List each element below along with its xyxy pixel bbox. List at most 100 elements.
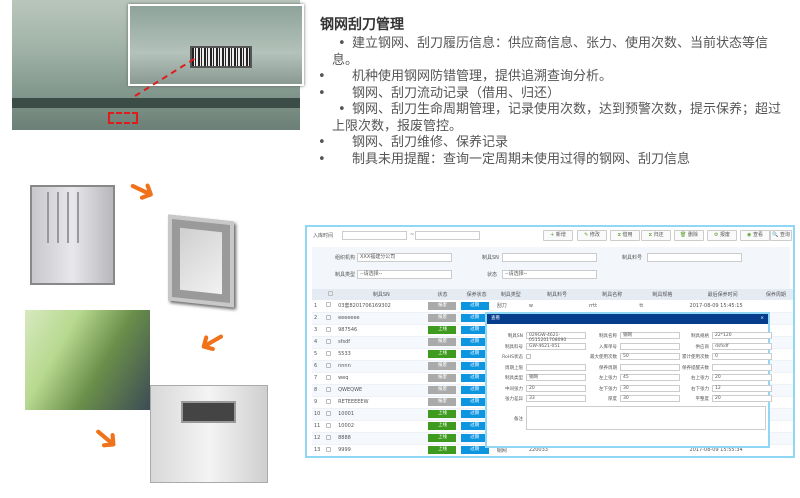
field-input[interactable]: 45: [620, 374, 680, 381]
field-input[interactable]: 33: [526, 395, 586, 402]
新增-button[interactable]: + 新增: [543, 230, 573, 241]
field-input[interactable]: dsfsdf: [712, 342, 772, 350]
修改-button[interactable]: ✎ 修改: [577, 230, 607, 241]
remark-textarea[interactable]: [526, 406, 766, 430]
date-separator: ~: [410, 232, 415, 238]
cell-checkbox: [324, 420, 337, 433]
pn-input[interactable]: [647, 253, 742, 262]
field-input[interactable]: GW-4621-051: [526, 342, 586, 350]
归还-button[interactable]: ⧖ 归还: [641, 230, 671, 241]
status-badge: 上线: [428, 434, 457, 442]
column-header: 制具料号: [526, 289, 588, 300]
cell-n: 5: [312, 348, 325, 361]
close-icon[interactable]: ×: [760, 316, 764, 321]
查看-button[interactable]: ◉ 查看: [740, 230, 770, 241]
column-header: [312, 289, 325, 300]
cell-status: 上线: [426, 432, 459, 445]
cell-checkbox: [324, 360, 337, 373]
row-checkbox[interactable]: [326, 314, 332, 320]
field-input[interactable]: [526, 363, 586, 371]
button-label: 查看: [752, 232, 763, 238]
field-input[interactable]: [620, 363, 680, 371]
删除-button[interactable]: 🗑 删除: [674, 230, 704, 241]
报废-button[interactable]: ⚙ 报废: [707, 230, 737, 241]
cell-n: 9: [312, 396, 325, 409]
cell-status: 报废: [426, 384, 459, 397]
cell-sn: weq: [336, 372, 427, 385]
row-checkbox[interactable]: [326, 434, 332, 440]
field-label: 制具SN: [507, 334, 523, 339]
date-to-input[interactable]: [415, 231, 480, 240]
maintenance-badge: 过期: [460, 374, 489, 382]
row-checkbox[interactable]: [326, 350, 332, 356]
row-checkbox[interactable]: [326, 398, 332, 404]
button-icon: ⧖: [617, 232, 621, 238]
field-input[interactable]: 20: [712, 395, 772, 402]
field-label: 右上张力: [691, 376, 709, 381]
button-label: 归还: [653, 232, 664, 238]
cell-status: 报废: [426, 360, 459, 373]
查询-button[interactable]: 🔍 查询: [770, 230, 792, 241]
field-label: 制具料号: [505, 344, 523, 350]
rohs-checkbox[interactable]: [526, 354, 531, 359]
column-header: 保养周期: [757, 289, 793, 300]
field-input[interactable]: 50: [620, 353, 680, 360]
button-icon: ⧖: [648, 232, 652, 238]
row-checkbox[interactable]: [326, 302, 332, 308]
row-checkbox[interactable]: [326, 362, 332, 368]
cell-sn: 987546: [336, 324, 427, 337]
row-checkbox[interactable]: [326, 446, 332, 452]
type-select[interactable]: --请选择--: [357, 270, 452, 279]
cell-n: 6: [312, 360, 325, 373]
field-input[interactable]: 12: [712, 384, 772, 392]
bullet-icon: •: [318, 69, 326, 84]
field-input[interactable]: 0: [712, 353, 772, 360]
field-input[interactable]: 30: [620, 384, 680, 392]
row-checkbox[interactable]: [326, 410, 332, 416]
row-checkbox[interactable]: [326, 386, 332, 392]
field-label: RoHS状态: [502, 355, 523, 360]
column-header: 最后保养时间: [687, 289, 758, 300]
date-from-input[interactable]: [342, 231, 407, 240]
cell-n: 7: [312, 372, 325, 385]
field-label: 入库单号: [599, 344, 617, 350]
field-input[interactable]: 20: [712, 374, 772, 381]
field-input[interactable]: 30: [620, 395, 680, 402]
sn-label: 制具SN: [482, 255, 499, 261]
flow-arrow-icon: ➜: [120, 165, 164, 215]
button-icon: ✎: [584, 232, 589, 238]
field-input[interactable]: 029GW-4621-0515201708090: [526, 332, 586, 343]
row-checkbox[interactable]: [326, 326, 332, 332]
select-all-checkbox[interactable]: [327, 291, 333, 296]
status-select[interactable]: --请选择--: [502, 270, 597, 279]
field-input[interactable]: [620, 342, 680, 350]
cell-pn: w: [526, 300, 588, 313]
date-label: 入库时间: [313, 233, 334, 239]
cell-time: 2017-08-09 15:45:15: [687, 300, 758, 313]
借用-button[interactable]: ⧖ 借用: [610, 230, 640, 241]
row-checkbox[interactable]: [326, 374, 332, 380]
field-input[interactable]: [712, 363, 772, 371]
org-select[interactable]: XXX福建分公司: [357, 253, 452, 262]
row-checkbox[interactable]: [326, 422, 332, 428]
field-input[interactable]: 钢网: [620, 332, 680, 339]
field-label: 制具名称: [599, 334, 617, 339]
field-input[interactable]: 22*120: [712, 332, 772, 339]
maintenance-badge: 过期: [460, 338, 489, 346]
maintenance-badge: 过期: [460, 410, 489, 418]
cell-sn: 10001: [336, 408, 427, 421]
sn-input[interactable]: [502, 253, 597, 262]
field-input[interactable]: 20: [526, 384, 586, 392]
cell-checkbox: [324, 312, 337, 325]
cell-n: 3: [312, 324, 325, 337]
row-checkbox[interactable]: [326, 338, 332, 344]
field-input[interactable]: 钢网: [526, 374, 586, 381]
cell-cycle: [757, 300, 793, 313]
cell-n: 2: [312, 312, 325, 325]
field-label: 厚度: [608, 397, 617, 402]
maintenance-badge: 过期: [460, 350, 489, 358]
cell-checkbox: [324, 444, 337, 456]
maintenance-badge: 过期: [460, 398, 489, 406]
